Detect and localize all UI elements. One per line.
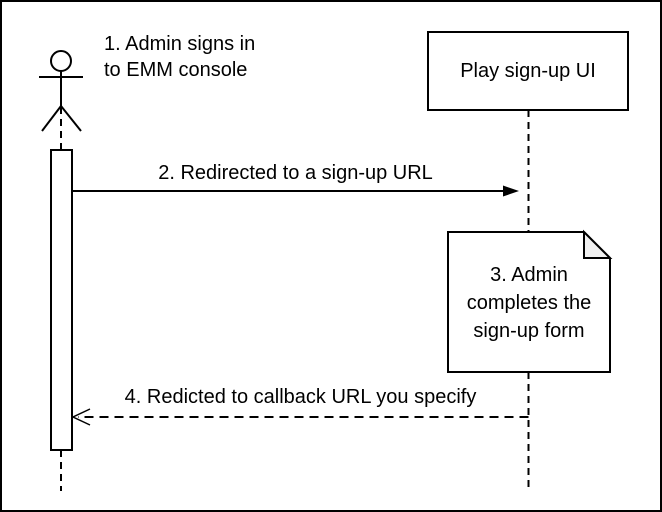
- activation-bar: [50, 149, 73, 451]
- actor-label-line2: to EMM console: [104, 59, 248, 81]
- message-4-arrowhead-icon: [71, 408, 91, 426]
- message-2-label: 2. Redirected to a sign-up URL: [158, 162, 433, 184]
- note-label-line2: completes the: [466, 292, 592, 314]
- message-4-label: 4. Redicted to callback URL you specify: [124, 386, 477, 408]
- message-2-arrowhead-icon: [503, 185, 519, 197]
- note-label: 3. Admin completes the sign-up form: [448, 261, 610, 345]
- message-4-arrow: [71, 408, 529, 426]
- participant-box: Play sign-up UI: [427, 31, 629, 111]
- actor-label: 1. Admin signs in to EMM console: [104, 31, 255, 83]
- actor-icon: [39, 50, 83, 132]
- actor-leg-right: [60, 105, 82, 132]
- note-shape: [447, 229, 613, 373]
- note-body: [447, 231, 611, 373]
- actor-label-line1: 1. Admin signs in: [104, 33, 256, 55]
- message-2-arrow: [72, 185, 519, 197]
- note-label-line1: 3. Admin: [490, 264, 568, 286]
- actor-leg-left: [41, 105, 62, 132]
- participant-label: Play sign-up UI: [460, 59, 596, 82]
- note-fold-icon: [583, 229, 613, 259]
- actor-head: [50, 50, 72, 72]
- note-label-line3: sign-up form: [473, 320, 585, 342]
